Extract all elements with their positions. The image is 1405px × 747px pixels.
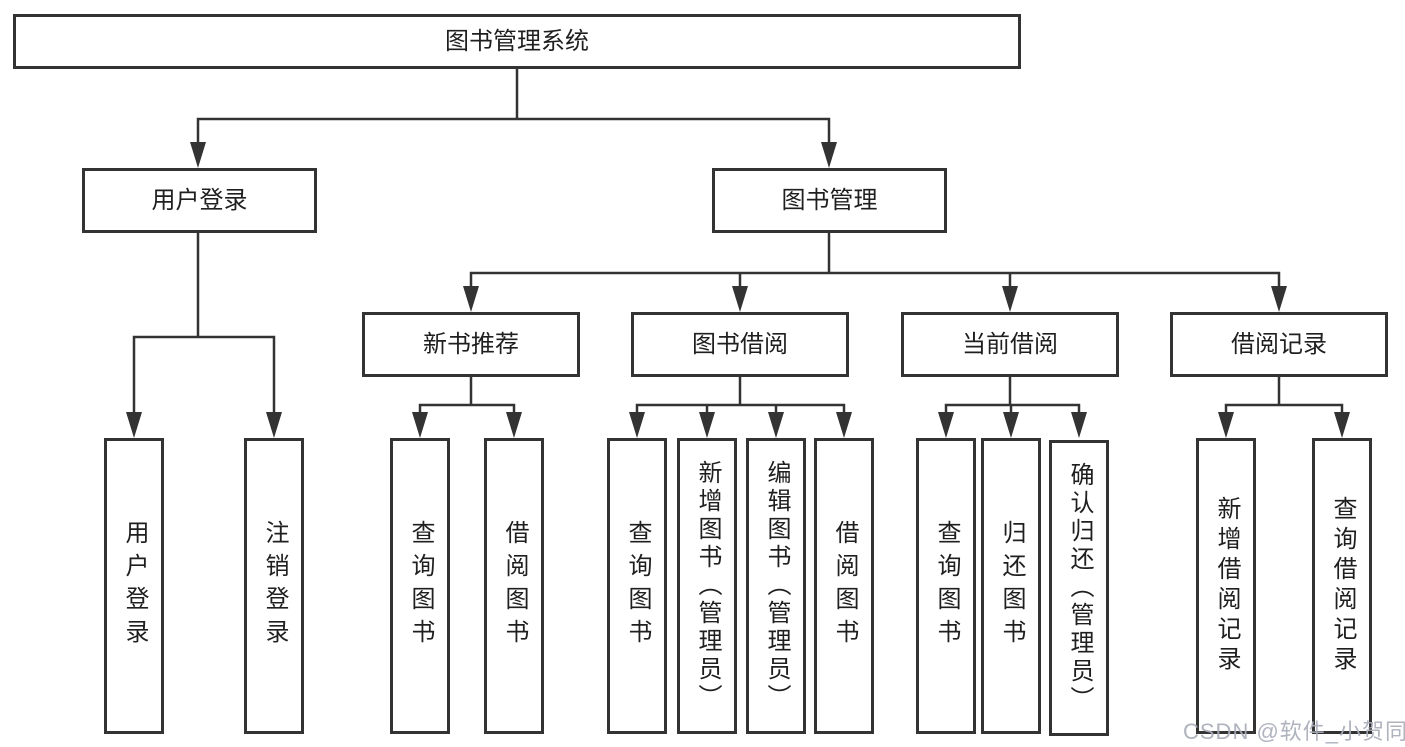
node-new-book-recommendation: 新书推荐 [362,312,580,377]
leaf-borrow-books-borrowing: 借阅图书 [814,438,874,734]
leaf-query-borrow-record: 查询借阅记录 [1312,438,1372,734]
leaf-borrow-books-recommendation: 借阅图书 [484,438,544,734]
node-book-borrowing: 图书借阅 [631,312,849,377]
arrow-down-icons [126,142,1350,438]
leaf-query-books-recommendation: 查询图书 [390,438,450,734]
node-book-management: 图书管理 [712,168,947,233]
leaf-return-books: 归还图书 [981,438,1041,734]
leaf-logout-login: 注销登录 [244,438,304,734]
leaf-add-book-admin: 新增图书（管理员） [677,438,737,734]
node-borrowing-records: 借阅记录 [1170,312,1388,377]
leaf-query-books-current: 查询图书 [916,438,976,734]
leaf-confirm-return-admin: 确认归还（管理员） [1049,440,1109,736]
node-library-management-system: 图书管理系统 [13,14,1021,69]
node-user-login: 用户登录 [82,168,317,233]
leaf-query-books-borrowing: 查询图书 [607,438,667,734]
leaf-add-borrow-record: 新增借阅记录 [1196,438,1256,734]
leaf-edit-book-admin: 编辑图书（管理员） [746,438,806,734]
leaf-user-login: 用户登录 [104,438,164,734]
node-current-borrowing: 当前借阅 [901,312,1119,377]
watermark-text: CSDN @软件_小贺同学 [1183,719,1405,744]
